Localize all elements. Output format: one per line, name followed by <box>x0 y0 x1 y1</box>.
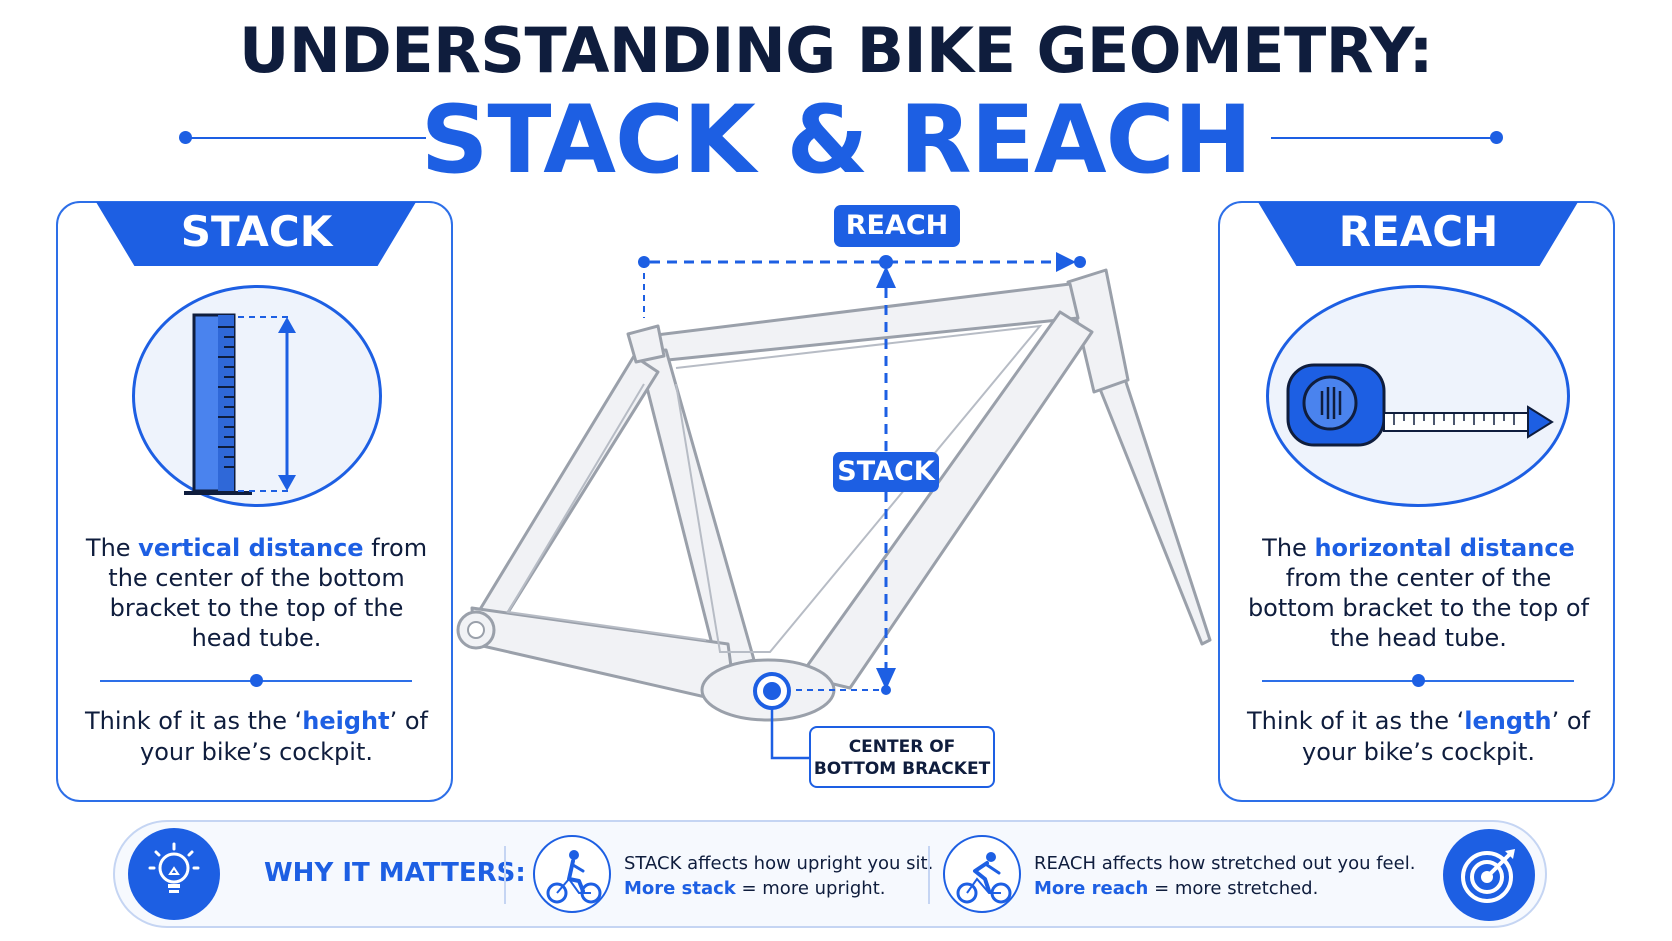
reach-fact-highlight: More reach <box>1034 878 1149 899</box>
target-icon <box>1461 849 1515 903</box>
bottom-bar-separator-1 <box>504 846 506 904</box>
reach-fact: REACH affects how stretched out you feel… <box>1034 853 1416 899</box>
why-it-matters-bar <box>113 820 1547 928</box>
bottom-bar-separator-2 <box>928 846 930 904</box>
reach-panel: REACH The horizontal distance from the c <box>1218 201 1615 802</box>
page-title: UNDERSTANDING BIKE GEOMETRY: <box>239 14 1433 87</box>
stack-note: Think of it as the ‘height’ of your bike… <box>85 707 428 766</box>
stack-fact: STACK affects how upright you sit. More … <box>624 853 934 899</box>
upright-cyclist-badge <box>533 835 611 913</box>
target-badge <box>1443 829 1535 921</box>
reach-description-highlight: horizontal distance <box>1314 534 1575 562</box>
title-rule-left-dot <box>179 131 192 144</box>
road-cyclist-badge <box>943 835 1021 913</box>
stack-fact-highlight: More stack <box>624 878 736 899</box>
bike-frame <box>456 268 1212 722</box>
road-cyclist-icon <box>956 852 1012 904</box>
reach-dimension-line <box>638 252 1086 318</box>
title-rule-left <box>186 137 426 139</box>
stack-note-highlight: height <box>302 707 390 735</box>
stack-description: The vertical distance from the center of… <box>85 534 428 652</box>
reach-note-highlight: length <box>1464 707 1552 735</box>
stack-panel-heading: STACK <box>180 207 333 256</box>
stack-illustration <box>132 285 382 507</box>
title-rule-right <box>1271 137 1496 139</box>
reach-callout: REACH <box>834 205 960 247</box>
stack-panel-tab <box>96 202 416 266</box>
lightbulb-badge <box>128 828 220 920</box>
stack-description-highlight: vertical distance <box>138 534 364 562</box>
tape-measure-icon <box>1286 363 1554 447</box>
ruler-icon <box>184 313 296 495</box>
page-subtitle: STACK & REACH <box>420 86 1253 195</box>
stack-callout: STACK <box>833 452 939 492</box>
why-it-matters-label: WHY IT MATTERS: <box>264 858 526 888</box>
reach-panel-heading: REACH <box>1338 207 1499 256</box>
upright-cyclist-icon <box>546 850 602 904</box>
reach-description: The horizontal distance from the center … <box>1247 534 1590 652</box>
title-rule-right-dot <box>1490 131 1503 144</box>
stack-panel-divider-dot <box>250 674 263 687</box>
reach-panel-tab <box>1258 202 1578 266</box>
reach-note: Think of it as the ‘length’ of your bike… <box>1247 707 1590 766</box>
bb-label-connector <box>770 708 809 760</box>
bottom-bracket-label: CENTER OF BOTTOM BRACKET <box>809 726 995 788</box>
stack-panel: STACK The vertical distance from th <box>56 201 453 802</box>
reach-panel-divider-dot <box>1412 674 1425 687</box>
bottom-bracket-marker <box>753 672 791 710</box>
reach-illustration <box>1266 285 1570 507</box>
lightbulb-icon <box>148 842 200 893</box>
